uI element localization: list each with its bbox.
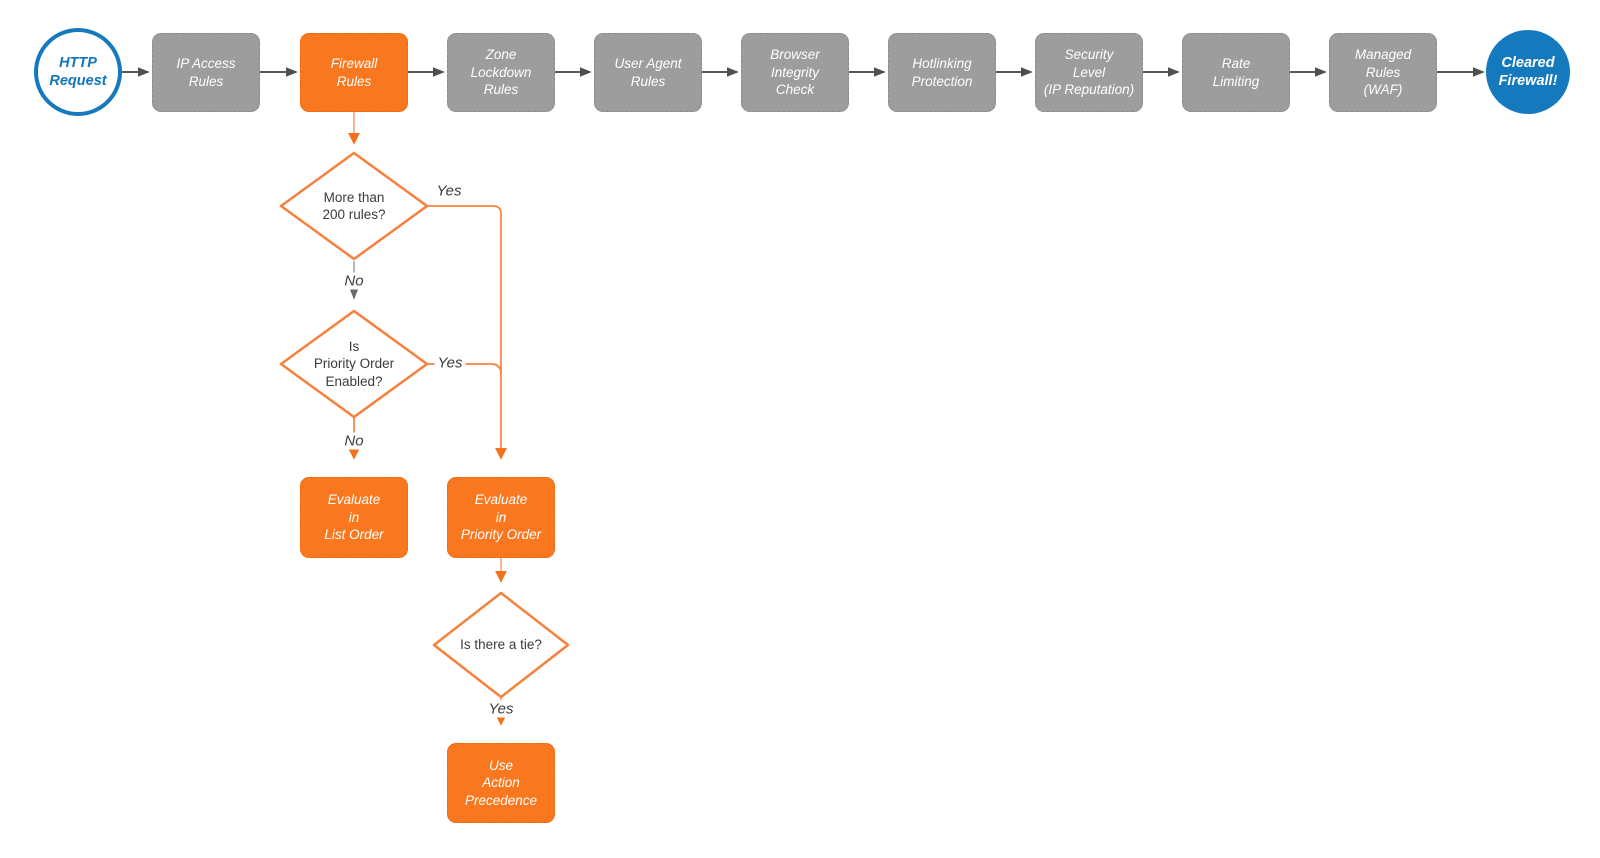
node-label: IP Access Rules (176, 56, 236, 89)
node-label: Rate Limiting (1212, 56, 1260, 89)
end-node-cleared-firewall: Cleared Firewall! (1486, 30, 1570, 114)
end-node-label: Cleared Firewall! (1498, 54, 1558, 90)
decision-label: More than 200 rules? (322, 189, 386, 223)
action-node-evaluate-list-order: Evaluate in List Order (300, 477, 408, 558)
edge-label-decision2-yes: Yes (434, 354, 466, 372)
pipeline-node-rate-limiting: Rate Limiting (1182, 33, 1290, 112)
pipeline-node-hotlinking-protection: Hotlinking Protection (888, 33, 996, 112)
action-node-use-action-precedence: Use Action Precedence (447, 743, 555, 823)
edge-label-decision1-no: No (341, 272, 367, 290)
pipeline-node-zone-lockdown-rules: Zone Lockdown Rules (447, 33, 555, 112)
node-label: Hotlinking Protection (911, 56, 973, 89)
pipeline-node-browser-integrity-check: Browser Integrity Check (741, 33, 849, 112)
node-label: Use Action Precedence (464, 757, 538, 808)
node-label: Firewall Rules (330, 56, 378, 89)
node-label: Evaluate in Priority Order (460, 492, 542, 543)
pipeline-node-firewall-rules: Firewall Rules (300, 33, 408, 112)
decision-priority-order-enabled-shape (279, 309, 429, 419)
pipeline-node-managed-rules-waf: Managed Rules (WAF) (1329, 33, 1437, 112)
edge-decision2-yes (427, 363, 502, 375)
decision-label: Is there a tie? (460, 637, 542, 653)
node-label: Managed Rules (WAF) (1354, 47, 1412, 98)
edge-label-decision2-no: No (341, 432, 367, 450)
decision-more-than-200-rules-shape (279, 151, 429, 261)
edge-decision1-yes (426, 205, 507, 460)
node-label: User Agent Rules (614, 56, 682, 89)
pipeline-node-user-agent-rules: User Agent Rules (594, 33, 702, 112)
node-label: Evaluate in List Order (324, 492, 384, 543)
action-node-evaluate-priority-order: Evaluate in Priority Order (447, 477, 555, 558)
edge-label-tie-yes: Yes (485, 700, 517, 718)
pipeline-node-security-level: Security Level (IP Reputation) (1035, 33, 1143, 112)
node-label: Browser Integrity Check (770, 47, 820, 98)
decision-is-there-a-tie-shape (432, 591, 570, 699)
decision-label: Is Priority Order Enabled? (313, 338, 395, 389)
start-node-label: HTTP Request (49, 54, 107, 90)
edge-label-decision1-yes: Yes (433, 182, 465, 200)
pipeline-node-ip-access-rules: IP Access Rules (152, 33, 260, 112)
node-label: Security Level (IP Reputation) (1043, 47, 1135, 98)
decision-is-there-a-tie: Is there a tie? (434, 617, 568, 673)
start-node-http-request: HTTP Request (34, 28, 122, 116)
decision-priority-order-enabled: Is Priority Order Enabled? (284, 326, 424, 402)
decision-more-than-200-rules: More than 200 rules? (284, 168, 424, 244)
node-label: Zone Lockdown Rules (470, 47, 532, 98)
